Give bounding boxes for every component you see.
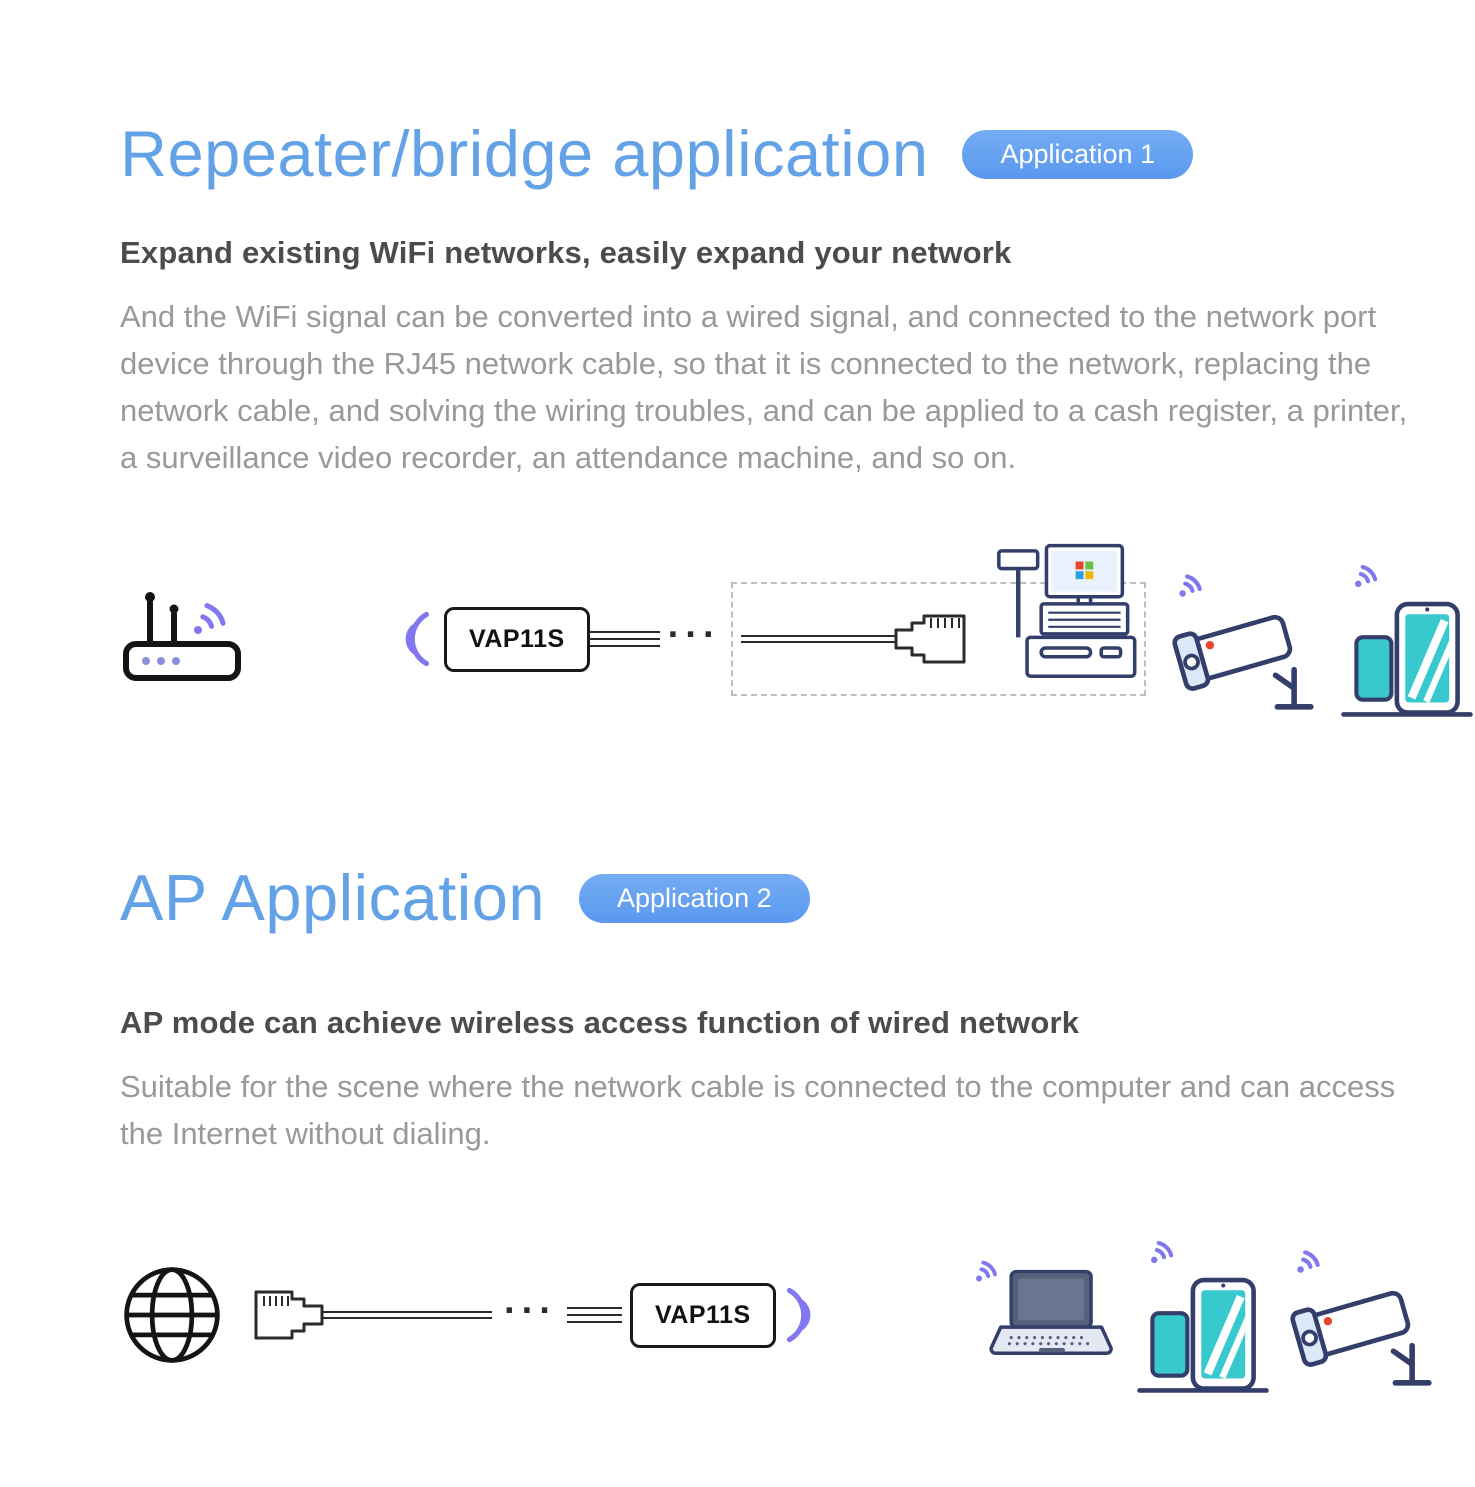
rj45-plug-icon <box>254 1290 492 1340</box>
ap-diagram: ··· VAP11S <box>120 1213 1435 1418</box>
section1-title: Repeater/bridge application <box>120 117 929 190</box>
globe-icon <box>124 1267 220 1363</box>
ethernet-cable-icon <box>566 1307 622 1324</box>
section1-subheading: Expand existing WiFi networks, easily ex… <box>120 234 1012 270</box>
smartphone-icon <box>1340 565 1473 718</box>
rj45-plug-icon <box>740 614 966 664</box>
vap11s-device: VAP11S <box>629 1282 776 1348</box>
wifi-waves-icon <box>405 612 430 667</box>
application-2-badge: Application 2 <box>579 873 810 923</box>
section-repeater-bridge: Repeater/bridge application Application … <box>120 117 1473 742</box>
vap11s-label: VAP11S <box>469 624 565 653</box>
surveillance-camera-icon <box>1171 574 1314 710</box>
section2-subheading: AP mode can achieve wireless access func… <box>120 1004 1080 1040</box>
ellipsis-separator: ··· <box>504 1290 557 1333</box>
ethernet-cable-icon <box>589 631 660 648</box>
vap11s-device: VAP11S <box>444 606 590 672</box>
wifi-router-icon <box>123 592 241 682</box>
surveillance-camera-icon <box>1289 1250 1432 1386</box>
section-ap-application: AP Application Application 2 AP mode can… <box>120 860 1435 1418</box>
section2-body: Suitable for the scene where the network… <box>120 1068 1396 1151</box>
laptop-icon <box>975 1260 1113 1356</box>
wifi-waves-icon <box>786 1287 811 1343</box>
pos-cash-register-icon <box>996 544 1137 679</box>
vap11s-label: VAP11S <box>654 1300 751 1329</box>
application-1-badge: Application 1 <box>962 129 1194 179</box>
section2-title: AP Application <box>120 860 545 934</box>
section1-title-row: Repeater/bridge application Application … <box>120 117 1435 191</box>
wired-connection-zone <box>730 544 1146 697</box>
section2-title-row: AP Application Application 2 <box>120 860 1435 935</box>
ellipsis-separator: ··· <box>667 614 721 657</box>
smartphone-icon <box>1136 1240 1269 1393</box>
section1-body: And the WiFi signal can be converted int… <box>120 298 1408 475</box>
repeater-diagram: VAP11S ··· <box>120 537 1473 742</box>
